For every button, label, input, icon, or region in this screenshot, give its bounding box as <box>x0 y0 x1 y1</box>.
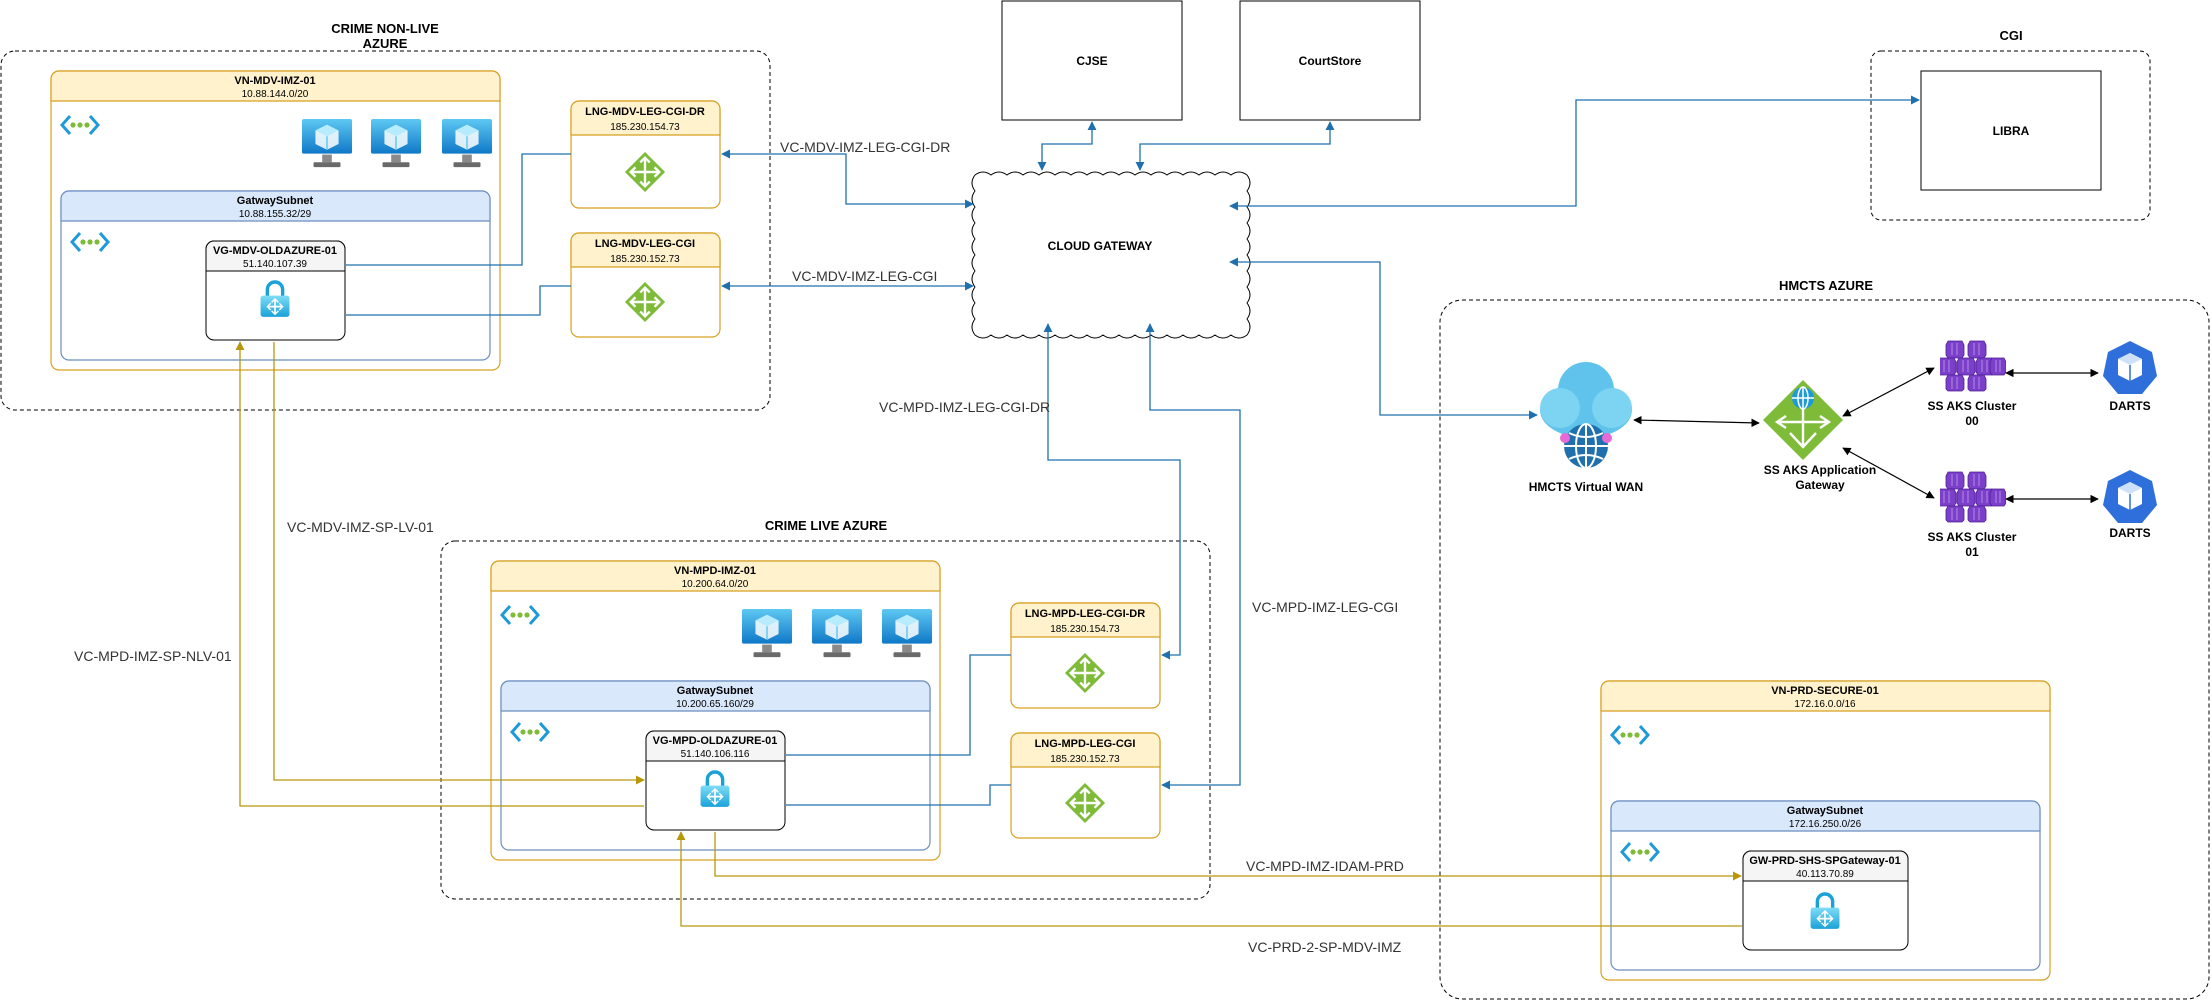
darts-2-icon <box>2102 469 2158 524</box>
gateway-mdv-name: VG-MDV-OLDAZURE-01 <box>213 245 337 257</box>
cjse-box <box>1001 0 1183 121</box>
connection-idam-label: VC-MPD-IMZ-IDAM-PRD <box>1246 858 1404 874</box>
libra-label: LIBRA <box>1993 124 2030 138</box>
connection-mpd-dr-label: VC-MPD-IMZ-LEG-CGI-DR <box>879 399 1050 415</box>
vnet-mdv-cidr: 10.88.144.0/20 <box>242 89 309 100</box>
courtstore-cloud-link <box>1135 121 1335 171</box>
vwan-appgw-link <box>1633 415 1760 428</box>
subnet-prd-cidr: 172.16.250.0/26 <box>1789 819 1862 830</box>
connection-mpd-dr-line <box>1043 323 1181 660</box>
application-gateway-label-line1: SS AKS Application <box>1764 463 1876 477</box>
subnet-prd-name: GatwaySubnet <box>1787 805 1864 817</box>
subnet-mdv-cidr: 10.88.155.32/29 <box>239 209 312 220</box>
courtstore-label: CourtStore <box>1299 54 1362 68</box>
zone-crime-live <box>440 540 1211 900</box>
aks-cluster-00-icon <box>1940 340 2006 392</box>
aks-cluster-00-label-line2: 00 <box>1965 414 1979 428</box>
lng-mdv-dr-name: LNG-MDV-LEG-CGI-DR <box>585 106 705 118</box>
subnet-mdv-name: GatwaySubnet <box>237 195 314 207</box>
aks-cluster-00-label-line1: SS AKS Cluster <box>1928 399 2017 413</box>
darts-2-label: DARTS <box>2109 526 2150 540</box>
lng-mdv-dr-ip: 185.230.154.73 <box>610 122 680 133</box>
libra-cloud-link <box>1229 95 1920 211</box>
subnet-mpd-name: GatwaySubnet <box>677 685 754 697</box>
lng-mpd-dr-ip: 185.230.154.73 <box>1050 624 1120 635</box>
gateway-prd-ip: 40.113.70.89 <box>1796 869 1854 880</box>
zone-crime-non-live-title: CRIME NON-LIVE <box>331 21 439 36</box>
virtual-wan-icon <box>1540 362 1632 469</box>
vnet-prd-cidr: 172.16.0.0/16 <box>1794 699 1856 710</box>
connection-prd2-label: VC-PRD-2-SP-MDV-IMZ <box>1248 939 1402 955</box>
cloud-gateway-shape <box>971 171 1251 339</box>
connection-prd2-line <box>676 831 1742 927</box>
virtual-wan-label: HMCTS Virtual WAN <box>1529 480 1643 494</box>
gateway-prd-name: GW-PRD-SHS-SPGateway-01 <box>1749 855 1900 867</box>
subnet-mpd-cidr: 10.200.65.160/29 <box>676 699 754 710</box>
lng-mpd-dr-name: LNG-MPD-LEG-CGI-DR <box>1025 608 1145 620</box>
zone-crime-non-live-subtitle: AZURE <box>363 36 408 51</box>
cjse-cloud-link <box>1037 121 1097 171</box>
gateway-mdv-ip: 51.140.107.39 <box>243 259 307 270</box>
gateway-mpd-name: VG-MPD-OLDAZURE-01 <box>653 735 778 747</box>
connection-mdv-label: VC-MDV-IMZ-LEG-CGI <box>792 268 937 284</box>
connection-mpd-label: VC-MPD-IMZ-LEG-CGI <box>1252 599 1398 615</box>
vwan-cloud-link <box>1229 257 1538 420</box>
connection-idam-line <box>714 832 1742 881</box>
connection-sp-nlv-label: VC-MPD-IMZ-SP-NLV-01 <box>74 648 232 664</box>
zone-hmcts-azure <box>1439 299 2210 1000</box>
zone-crime-non-live <box>0 50 771 411</box>
connection-sp-lv-line <box>273 342 645 785</box>
connection-sp-nlv-line <box>235 341 644 807</box>
zone-hmcts-azure-title: HMCTS AZURE <box>1779 278 1873 293</box>
zone-crime-live-title: CRIME LIVE AZURE <box>765 518 888 533</box>
connection-mdv-dr-label: VC-MDV-IMZ-LEG-CGI-DR <box>780 139 950 155</box>
libra-box <box>1920 70 2102 191</box>
aks-cluster-01-label-line1: SS AKS Cluster <box>1928 530 2017 544</box>
lng-mpd-name: LNG-MPD-LEG-CGI <box>1035 738 1136 750</box>
zone-cgi <box>1870 50 2151 221</box>
lng-mpd-ip: 185.230.152.73 <box>1050 754 1120 765</box>
aks-cluster-01-icon <box>1940 471 2006 523</box>
lng-mdv-name: LNG-MDV-LEG-CGI <box>595 238 695 250</box>
darts-1-icon <box>2102 340 2158 395</box>
aks-cluster-01-label-line2: 01 <box>1965 545 1979 559</box>
connection-mpd-line <box>1145 323 1241 790</box>
gateway-mdv-to-lng-dr-link <box>346 153 571 266</box>
appgw-aks00-link <box>1842 367 1935 417</box>
vnet-prd-name: VN-PRD-SECURE-01 <box>1771 685 1879 697</box>
vnet-mpd-name: VN-MPD-IMZ-01 <box>674 565 756 577</box>
vnet-mdv-name: VN-MDV-IMZ-01 <box>234 75 315 87</box>
gateway-mpd-to-lng-dr-link <box>786 654 1011 756</box>
cloud-gateway-label: CLOUD GATEWAY <box>1048 239 1153 253</box>
vnet-mpd-cidr: 10.200.64.0/20 <box>682 579 749 590</box>
gateway-mpd-ip: 51.140.106.116 <box>681 749 750 760</box>
gateway-mpd-to-lng-link <box>786 784 1011 806</box>
cjse-label: CJSE <box>1076 54 1107 68</box>
gateway-mdv-to-lng-link <box>346 285 571 316</box>
lng-mdv-ip: 185.230.152.73 <box>610 254 680 265</box>
appgw-aks01-link <box>1842 447 1935 499</box>
darts-1-label: DARTS <box>2109 399 2150 413</box>
application-gateway-icon <box>1763 380 1843 460</box>
connection-mdv-dr-line <box>721 149 974 209</box>
application-gateway-label-line2: Gateway <box>1795 478 1845 492</box>
connection-sp-lv-label: VC-MDV-IMZ-SP-LV-01 <box>287 519 434 535</box>
zone-cgi-title: CGI <box>1999 28 2022 43</box>
